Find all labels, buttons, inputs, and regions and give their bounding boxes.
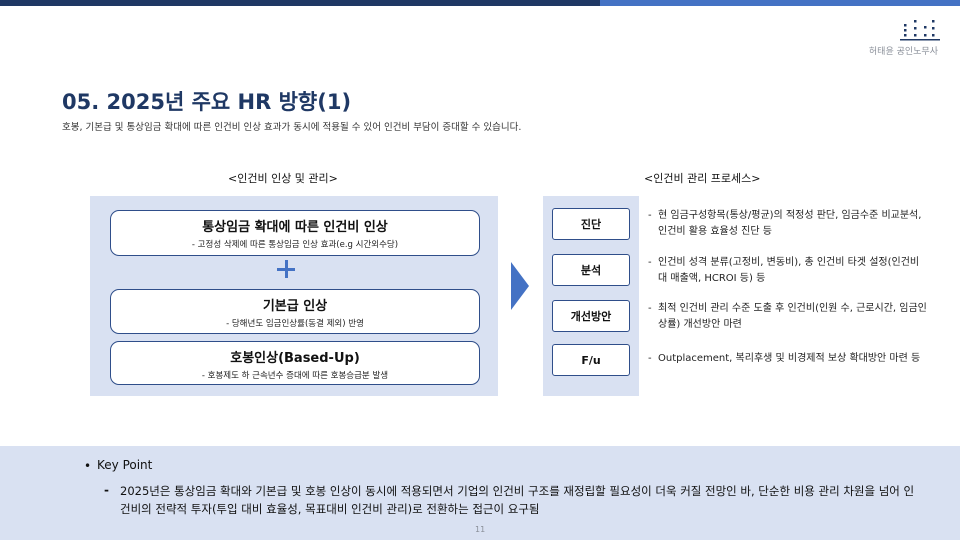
page-number: 11 <box>475 525 486 534</box>
step-improvement: 개선방안 <box>552 300 630 332</box>
card-desc: - 호봉제도 하 근속년수 증대에 따른 호봉승급분 발생 <box>201 371 389 381</box>
page-title: 05. 2025년 주요 HR 방향(1) <box>62 90 352 114</box>
card-seniority-pay: 호봉인상(Based-Up) - 호봉제도 하 근속년수 증대에 따른 호봉승급… <box>110 341 480 385</box>
key-point-title: Key Point <box>97 458 153 472</box>
top-bar-light <box>600 0 960 6</box>
left-section-heading: <인건비 인상 및 관리> <box>228 172 338 185</box>
step-desc-text: Outplacement, 복리후생 및 비경제적 보상 확대방안 마련 등 <box>658 353 921 364</box>
right-section-heading: <인건비 관리 프로세스> <box>644 172 761 185</box>
top-bar-dark <box>0 0 600 6</box>
company-logo-icon <box>900 20 940 41</box>
page-subtitle: 호봉, 기본급 및 통상임금 확대에 따른 인건비 인상 효과가 동시에 적용될… <box>62 122 522 133</box>
card-ordinary-wage: 통상임금 확대에 따른 인건비 인상 - 고정성 삭제에 따른 통상임금 인상 … <box>110 210 480 256</box>
company-name: 허태윤 공인노무사 <box>868 47 938 57</box>
card-desc: - 고정성 삭제에 따른 통상임금 인상 효과(e.g 시간외수당) <box>191 240 399 250</box>
step-desc-text: 현 임금구성항목(통상/평균)의 적정성 판단, 임금수준 비교분석, 인건비 … <box>658 210 922 237</box>
card-title: 호봉인상(Based-Up) <box>230 351 360 366</box>
step-desc-improvement: -최적 인건비 관리 수준 도출 후 인건비(인원 수, 근로시간, 임금인상률… <box>648 301 928 333</box>
step-desc-diagnosis: -현 임금구성항목(통상/평균)의 적정성 판단, 임금수준 비교분석, 인건비… <box>648 208 928 240</box>
step-diagnosis: 진단 <box>552 208 630 240</box>
top-bar <box>0 0 960 6</box>
plus-icon <box>275 258 299 282</box>
card-title: 기본급 인상 <box>262 299 328 314</box>
step-desc-analysis: -인건비 성격 분류(고정비, 변동비), 총 인건비 타겟 설정(인건비 대 … <box>648 255 928 287</box>
key-point-bullet: • <box>84 459 92 473</box>
step-desc-follow-up: -Outplacement, 복리후생 및 비경제적 보상 확대방안 마련 등 <box>648 351 928 367</box>
step-analysis: 분석 <box>552 254 630 286</box>
arrow-right-icon <box>511 262 529 310</box>
step-follow-up: F/u <box>552 344 630 376</box>
card-title: 통상임금 확대에 따른 인건비 인상 <box>202 220 388 235</box>
card-base-pay: 기본급 인상 - 당해년도 임금인상률(동결 제외) 반영 <box>110 289 480 334</box>
key-point-section <box>0 446 960 540</box>
key-point-text: 2025년은 통상임금 확대와 기본급 및 호봉 인상이 동시에 적용되면서 기… <box>120 484 915 516</box>
step-desc-text: 인건비 성격 분류(고정비, 변동비), 총 인건비 타겟 설정(인건비 대 매… <box>658 257 920 284</box>
process-panel: 진단 분석 개선방안 F/u <box>543 196 639 396</box>
card-desc: - 당해년도 임금인상률(동결 제외) 반영 <box>226 319 364 329</box>
step-desc-text: 최적 인건비 관리 수준 도출 후 인건비(인원 수, 근로시간, 임금인상률)… <box>658 303 927 330</box>
key-point-dash: - <box>104 483 109 497</box>
cost-increase-panel: 통상임금 확대에 따른 인건비 인상 - 고정성 삭제에 따른 통상임금 인상 … <box>90 196 498 396</box>
